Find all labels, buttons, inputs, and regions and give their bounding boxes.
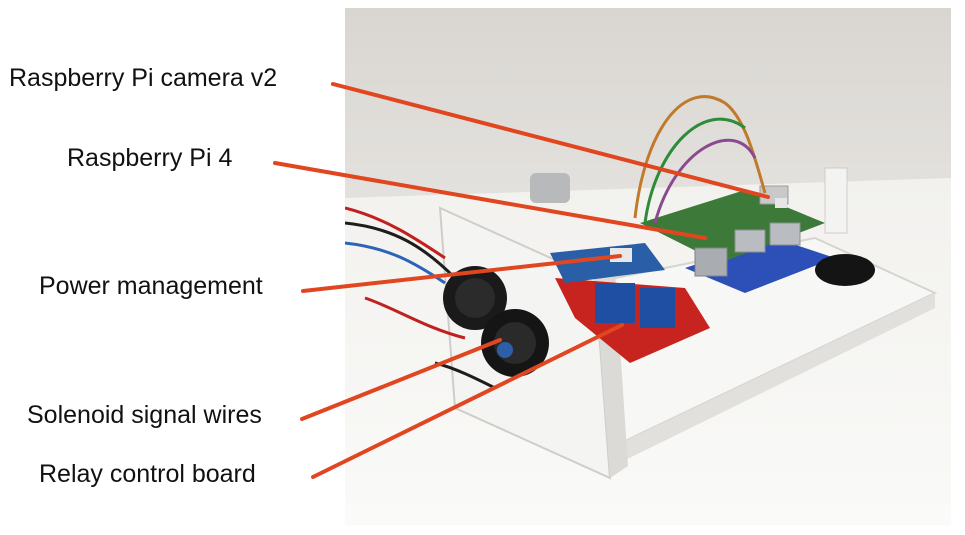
wire-purple xyxy=(653,138,757,224)
buzzer xyxy=(815,254,875,286)
arrow-camera xyxy=(331,82,770,199)
arrow-solenoid xyxy=(300,338,502,421)
label-power-management: Power management xyxy=(39,272,263,300)
power-board xyxy=(550,243,665,283)
usb-port-2 xyxy=(769,222,801,246)
arrow-pi xyxy=(273,161,707,240)
base-plate-edge xyxy=(600,293,935,470)
pi-mount xyxy=(685,238,835,293)
wire-green xyxy=(643,117,746,224)
label-raspberry-pi: Raspberry Pi 4 xyxy=(67,144,233,172)
label-relay-board: Relay control board xyxy=(39,460,256,488)
ethernet-port xyxy=(694,247,728,277)
device-photo xyxy=(345,8,951,525)
raspberry-pi-board xyxy=(640,190,825,263)
relay-2 xyxy=(640,288,675,328)
wire-red xyxy=(345,206,446,260)
grey-connector xyxy=(530,173,570,203)
label-camera: Raspberry Pi camera v2 xyxy=(9,64,278,92)
white-post xyxy=(824,167,848,234)
label-solenoid-wires: Solenoid signal wires xyxy=(27,401,262,429)
arrow-power xyxy=(301,254,622,293)
wire-black xyxy=(345,221,457,280)
relay-1 xyxy=(595,283,635,323)
wire-red-lower xyxy=(364,296,466,340)
usb-port-1 xyxy=(734,229,766,253)
arrow-relay xyxy=(311,323,624,479)
